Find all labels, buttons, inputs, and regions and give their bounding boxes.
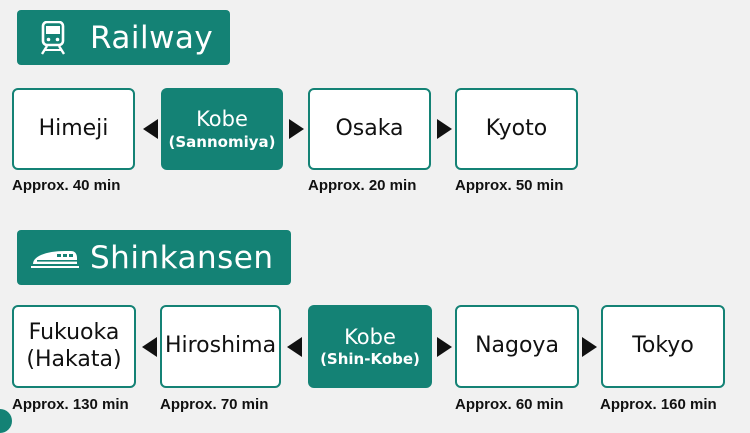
train-icon <box>37 20 69 55</box>
arrow-right-icon <box>289 119 304 139</box>
railway-title: Railway <box>90 19 214 56</box>
arrow-right-icon <box>437 119 452 139</box>
station-sublabel: (Shin-Kobe) <box>320 350 420 369</box>
travel-time: Approx. 160 min <box>600 396 717 413</box>
station-sublabel: (Sannomiya) <box>168 132 276 151</box>
arrow-left-icon <box>142 337 157 357</box>
station-label: Osaka <box>335 115 404 141</box>
station-hiroshima: Hiroshima <box>160 305 281 388</box>
station-himeji: Himeji <box>12 88 135 170</box>
station-label: Hiroshima <box>164 333 277 359</box>
station-fukuoka-hakata: Fukuoka (Hakata) <box>12 305 136 388</box>
travel-time: Approx. 60 min <box>455 396 564 413</box>
arrow-right-icon <box>437 337 452 357</box>
travel-time: Approx. 40 min <box>12 177 121 194</box>
arrow-left-icon <box>287 337 302 357</box>
travel-time: Approx. 130 min <box>12 396 129 413</box>
bullet-train-icon <box>30 248 80 268</box>
station-nagoya: Nagoya <box>455 305 579 388</box>
station-label: Nagoya <box>475 333 559 359</box>
arrow-right-icon <box>582 337 597 357</box>
station-label: Tokyo <box>632 333 694 359</box>
station-kobe-shin-kobe: Kobe (Shin-Kobe) <box>308 305 432 388</box>
shinkansen-title: Shinkansen <box>90 239 274 276</box>
shinkansen-header: Shinkansen <box>17 230 291 285</box>
station-osaka: Osaka <box>308 88 431 170</box>
travel-time: Approx. 50 min <box>455 177 564 194</box>
station-label: Kobe <box>344 324 396 349</box>
station-label: Himeji <box>38 115 109 141</box>
station-sublabel: (Hakata) <box>26 346 122 372</box>
travel-time: Approx. 20 min <box>308 177 417 194</box>
corner-decoration <box>0 409 12 433</box>
station-label: Kobe <box>196 107 248 132</box>
travel-time: Approx. 70 min <box>160 396 269 413</box>
station-kobe-sannomiya: Kobe (Sannomiya) <box>161 88 283 170</box>
station-tokyo: Tokyo <box>601 305 725 388</box>
station-label: Kyoto <box>485 115 548 141</box>
railway-header: Railway <box>17 10 230 65</box>
arrow-left-icon <box>143 119 158 139</box>
station-label: Fukuoka <box>28 320 120 346</box>
station-kyoto: Kyoto <box>455 88 578 170</box>
